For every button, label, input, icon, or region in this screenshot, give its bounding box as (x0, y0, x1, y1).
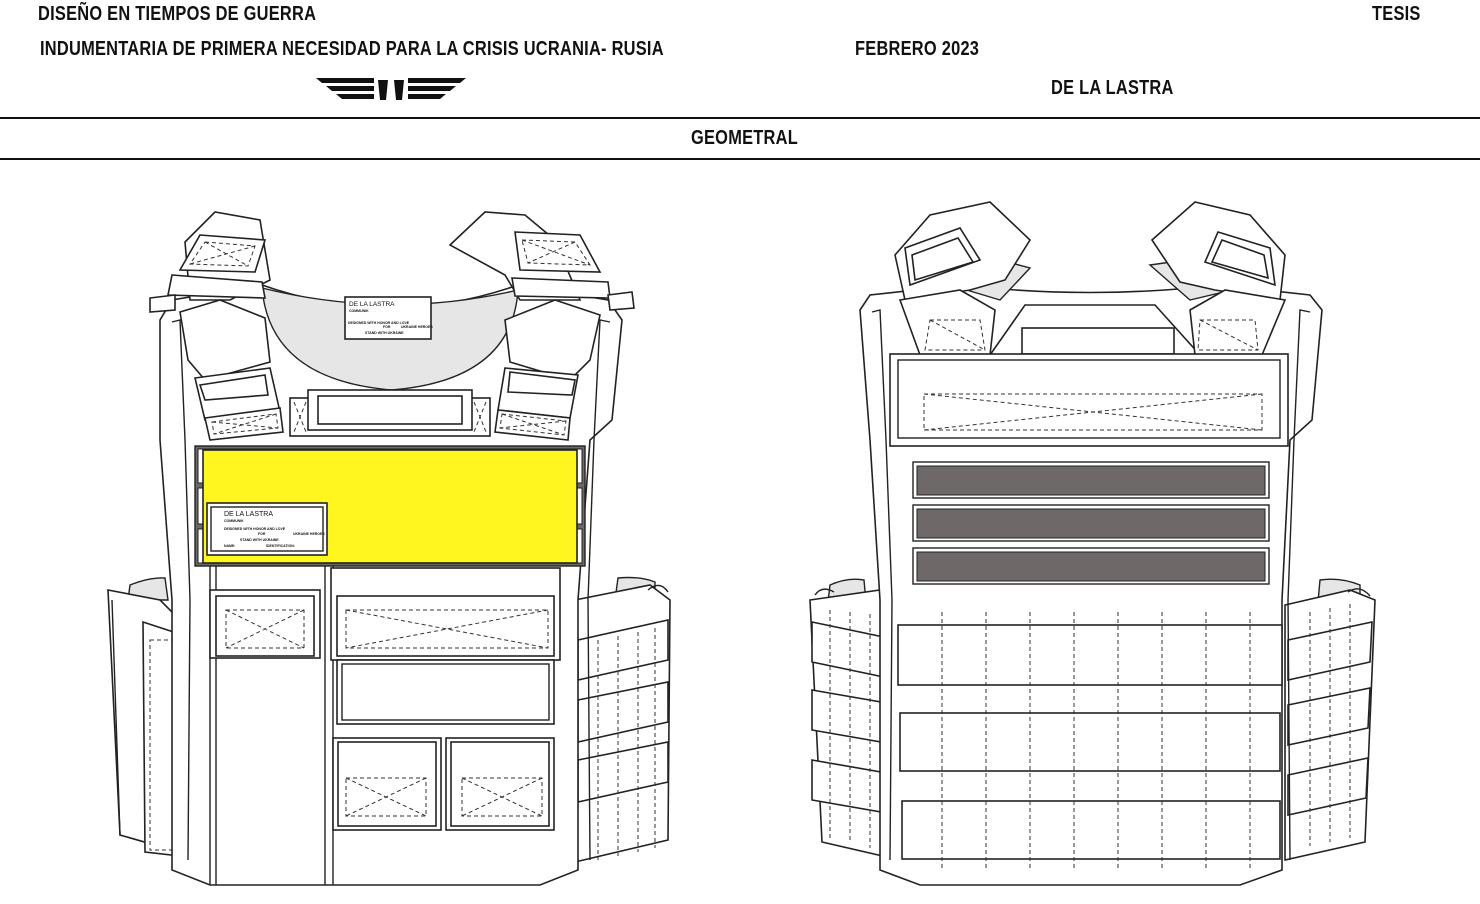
front-chest-label-line3: UKRAINE HEROES (401, 325, 433, 329)
front-view: DE LA LASTRA COMMUNIK DESIGNED WITH HONO… (107, 211, 671, 886)
front-chest-label (344, 296, 432, 340)
project-title: DISEÑO EN TIEMPOS DE GUERRA (38, 3, 317, 25)
front-shoulder-strap-right (448, 211, 635, 441)
brand-logo-icon (316, 77, 466, 101)
back-molle-strips (912, 461, 1270, 585)
id-panel-line4: STAND WITH UKRAINE (240, 538, 279, 542)
back-shoulder-left (894, 201, 1032, 356)
header-rule-top (0, 117, 1480, 119)
thesis-label: TESIS (1372, 3, 1421, 25)
back-side-wing-right (1284, 578, 1376, 861)
date-label: FEBRERO 2023 (855, 38, 980, 60)
id-panel-brand: DE LA LASTRA (224, 511, 273, 518)
front-chest-label-line4: STAND WITH UKRAINE (365, 331, 404, 335)
id-panel-line1: DESIGNED WITH HONOR AND LOVE (224, 527, 286, 531)
front-chest-label-line1: DESIGNED WITH HONOR AND LOVE (348, 321, 410, 325)
back-top-panel (889, 353, 1289, 447)
front-chest-label-brand: DE LA LASTRA (349, 301, 395, 308)
project-subtitle: INDUMENTARIA DE PRIMERA NECESIDAD PARA L… (40, 38, 664, 60)
front-pouches (209, 566, 561, 885)
front-chest-label-line2: FOR (383, 325, 391, 329)
back-view (809, 201, 1376, 886)
id-panel-line3: UKRAINE HEROES (293, 532, 325, 536)
front-shoulder-strap-left (149, 211, 284, 441)
author-label: DE LA LASTRA (1051, 77, 1174, 99)
id-panel-sub: COMMUNIK (224, 519, 244, 523)
section-title: GEOMETRAL (691, 127, 798, 149)
front-chest-label-sub: COMMUNIK (349, 309, 369, 313)
header-rule-bottom (0, 158, 1480, 160)
back-lower-grid (897, 612, 1283, 870)
front-name-tape (289, 389, 491, 437)
id-panel-name-field: NAME: (224, 544, 235, 548)
id-panel-id-field: IDENTIFICATION: (266, 544, 295, 548)
front-side-wing-right (574, 576, 671, 864)
back-shoulder-right (1148, 201, 1287, 356)
back-side-wing-left (809, 578, 901, 862)
front-id-panel: DE LA LASTRA COMMUNIK DESIGNED WITH HONO… (194, 445, 586, 567)
id-panel-line2: FOR (258, 532, 266, 536)
